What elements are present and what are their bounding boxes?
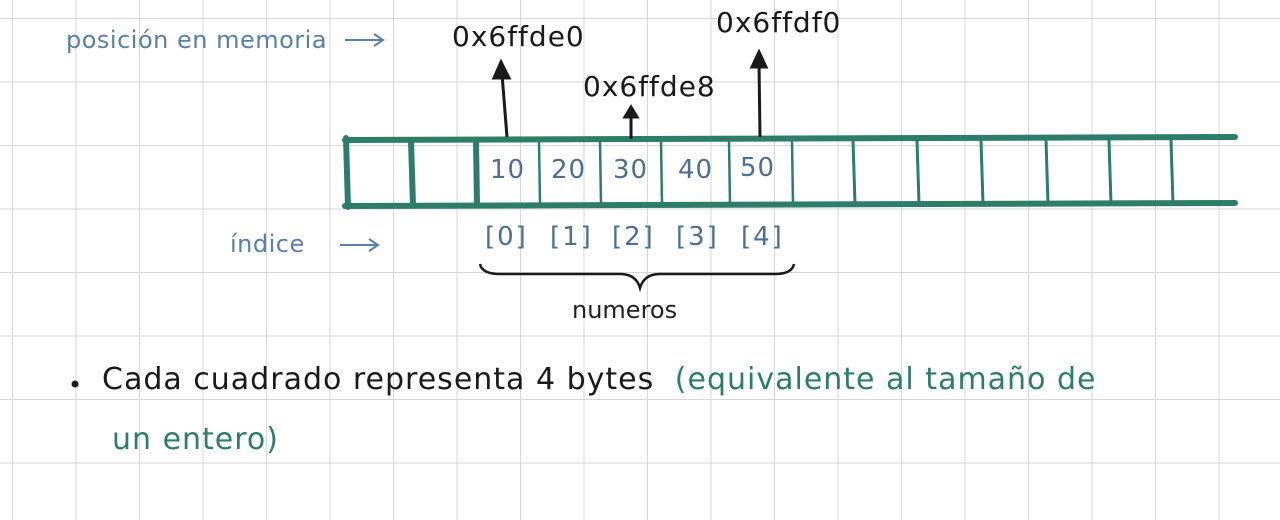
index-label: índice [230, 230, 305, 258]
memory-arrow [345, 33, 385, 47]
memory-position-label: posición en memoria [66, 26, 328, 54]
array-cell-value: 30 [613, 155, 649, 185]
array-cell-value: 50 [740, 153, 776, 183]
note-line-1: Cada cuadrado representa 4 bytes (equiva… [102, 362, 1096, 397]
array-cell-value: 40 [678, 155, 714, 185]
array-index: [1] [550, 222, 593, 252]
note-line-2: un entero) [112, 422, 279, 457]
curly-brace [478, 263, 796, 293]
array-frame [342, 134, 1238, 210]
array-cell-value: 10 [490, 155, 526, 185]
bullet-point [71, 380, 79, 388]
index-arrow [340, 238, 380, 252]
array-index: [2] [612, 222, 655, 252]
address-label-cell-4: 0x6ffdf0 [716, 6, 842, 39]
address-label-cell-2: 0x6ffde8 [583, 70, 716, 103]
array-index: [4] [741, 222, 784, 252]
array-cell-value: 20 [551, 155, 587, 185]
array-index: [0] [485, 222, 528, 252]
note-aside-text-continued: un entero) [112, 422, 279, 457]
note-aside-text: (equivalente al tamaño de [674, 362, 1097, 397]
note-main-text: Cada cuadrado representa 4 bytes [102, 362, 655, 397]
group-caption: numeros [572, 296, 678, 324]
address-label-cell-0: 0x6ffde0 [452, 20, 585, 53]
array-index: [3] [676, 222, 719, 252]
address-arrows [491, 48, 769, 139]
